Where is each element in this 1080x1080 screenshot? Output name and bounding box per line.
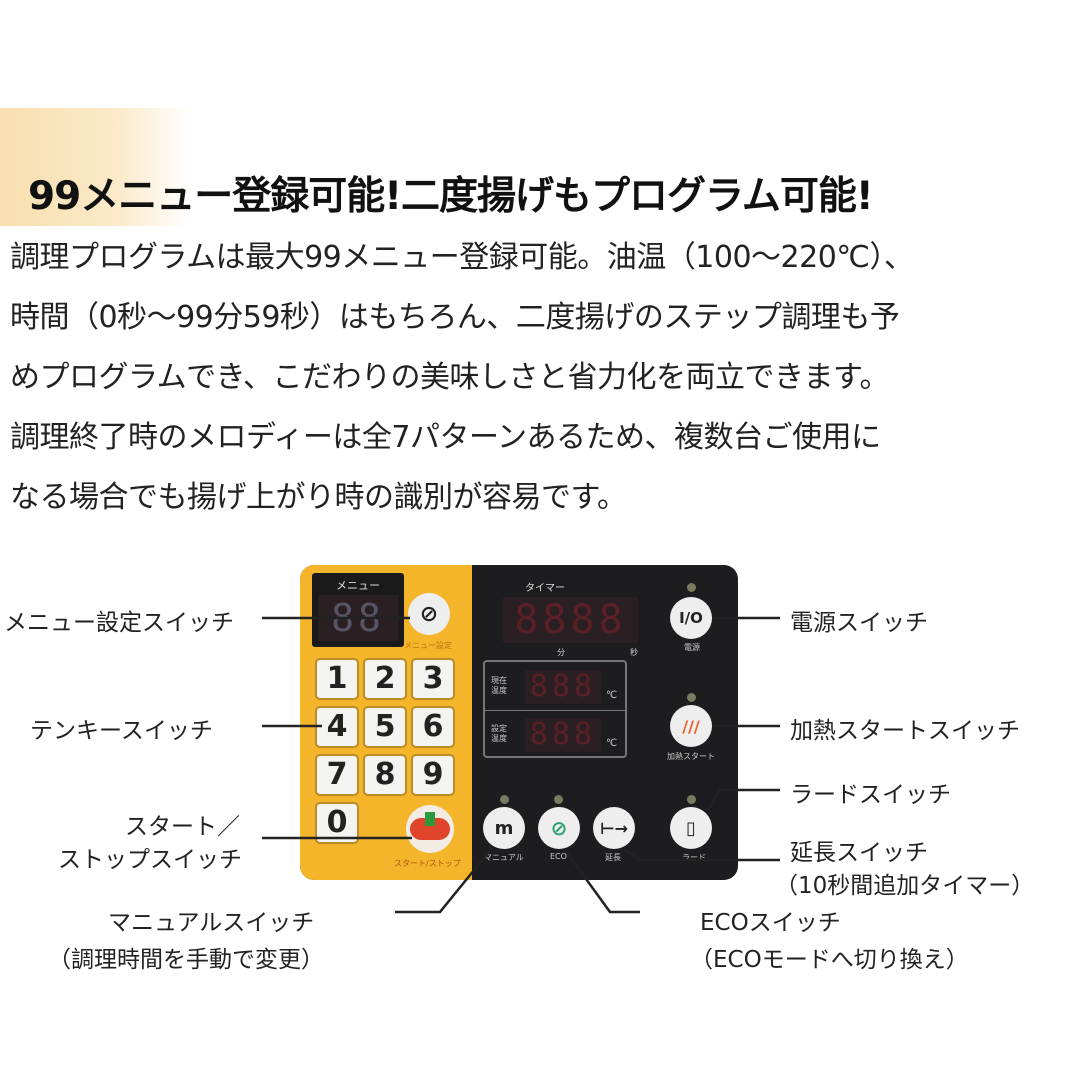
- key-2[interactable]: 2: [363, 658, 407, 700]
- eco-label: ECO: [550, 852, 567, 861]
- key-5[interactable]: 5: [363, 706, 407, 748]
- menu-set-icon: ⊘: [419, 601, 439, 627]
- description-line: なる場合でも揚げ上がり時の識別が容易です。: [10, 480, 627, 515]
- menu-set-label: メニュー設定: [404, 641, 452, 650]
- manual-icon: m: [494, 817, 514, 839]
- key-1[interactable]: 1: [315, 658, 359, 700]
- heat-icon: ///: [682, 716, 700, 736]
- start-stop-button[interactable]: [406, 805, 454, 853]
- manual-led: [500, 795, 509, 804]
- heat-start-button[interactable]: ///: [670, 705, 712, 747]
- callout-eco: ECOスイッチ: [700, 910, 841, 936]
- control-panel: メニュー 88 ⊘ メニュー設定 1 2 3 4 5 6 7 8 9 0 スター…: [300, 565, 738, 880]
- timer-display: 8888: [503, 597, 638, 643]
- callout-start-stop: スタート／: [125, 814, 240, 840]
- heat-led: [687, 693, 696, 702]
- description-line: めプログラムでき、こだわりの美味しさと省力化を両立できます。: [10, 360, 890, 395]
- headline: 99メニュー登録可能!二度揚げもプログラム可能!: [28, 174, 874, 219]
- callout-eco-note: （ECOモードへ切り換え）: [690, 947, 969, 973]
- extend-label: 延長: [605, 853, 621, 862]
- arrow-right-icon: ⊢→: [599, 818, 629, 838]
- callout-line-manual: [395, 847, 493, 914]
- headline-highlight-band: [0, 108, 190, 226]
- callout-line-eco: [563, 849, 640, 914]
- eco-led: [554, 795, 563, 804]
- callout-heat-start: 加熱スタートスイッチ: [790, 718, 1020, 744]
- lard-icon: ▯: [686, 817, 696, 839]
- callout-menu-switch: メニュー設定スイッチ: [4, 610, 234, 636]
- menu-display-box: メニュー 88: [312, 573, 404, 647]
- menu-title: メニュー: [336, 579, 380, 592]
- callout-extend-note: （10秒間追加タイマー）: [775, 873, 1035, 899]
- callout-manual: マニュアルスイッチ: [108, 910, 315, 936]
- key-3[interactable]: 3: [411, 658, 455, 700]
- power-label: 電源: [684, 643, 700, 652]
- callout-start-stop: ストップスイッチ: [58, 847, 242, 873]
- description-line: 時間（0秒〜99分59秒）はもちろん、二度揚げのステップ調理も予: [10, 300, 900, 335]
- callout-line-extend: [624, 848, 780, 862]
- lard-led: [687, 795, 696, 804]
- leaf-icon: ⊘: [550, 816, 568, 840]
- callout-line-lard: [706, 788, 780, 811]
- key-9[interactable]: 9: [411, 754, 455, 796]
- power-button[interactable]: I/O: [670, 597, 712, 639]
- start-stop-icon: [410, 812, 450, 840]
- key-8[interactable]: 8: [363, 754, 407, 796]
- divider: [485, 710, 625, 711]
- manual-label: マニュアル: [484, 853, 524, 862]
- menu-set-button[interactable]: ⊘: [408, 593, 450, 635]
- current-temp-label: 現在温度: [491, 676, 507, 695]
- start-stop-label: スタート/ストップ: [394, 859, 461, 868]
- extend-button[interactable]: ⊢→: [593, 807, 635, 849]
- key-6[interactable]: 6: [411, 706, 455, 748]
- lard-button[interactable]: ▯: [670, 807, 712, 849]
- set-temp-label: 設定温度: [491, 724, 507, 743]
- lard-label: ラード: [682, 853, 706, 862]
- minutes-label: 分: [557, 648, 565, 657]
- current-temp-display: 888: [525, 670, 601, 704]
- celsius-unit: ℃: [606, 738, 618, 749]
- key-7[interactable]: 7: [315, 754, 359, 796]
- celsius-unit: ℃: [606, 690, 618, 701]
- callout-manual-note: （調理時間を手動で変更）: [48, 947, 324, 973]
- power-led: [687, 583, 696, 592]
- callout-lard: ラードスイッチ: [790, 782, 951, 808]
- description: 調理プログラムは最大99メニュー登録可能。油温（100〜220℃）、 時間（0秒…: [10, 228, 1080, 528]
- description-line: 調理終了時のメロディーは全7パターンあるため、複数台ご使用に: [10, 420, 881, 455]
- eco-button[interactable]: ⊘: [538, 807, 580, 849]
- set-temp-display: 888: [525, 718, 601, 752]
- callout-extend: 延長スイッチ: [790, 840, 928, 866]
- callout-tenkey: テンキースイッチ: [30, 718, 213, 744]
- seconds-label: 秒: [630, 648, 638, 657]
- timer-title: タイマー: [525, 583, 565, 594]
- heat-start-label: 加熱スタート: [667, 752, 715, 761]
- manual-button[interactable]: m: [483, 807, 525, 849]
- callout-power: 電源スイッチ: [790, 610, 928, 636]
- description-line: 調理プログラムは最大99メニュー登録可能。油温（100〜220℃）、: [10, 240, 914, 275]
- temperature-display-box: 現在温度 888 ℃ 設定温度 888 ℃: [483, 660, 627, 758]
